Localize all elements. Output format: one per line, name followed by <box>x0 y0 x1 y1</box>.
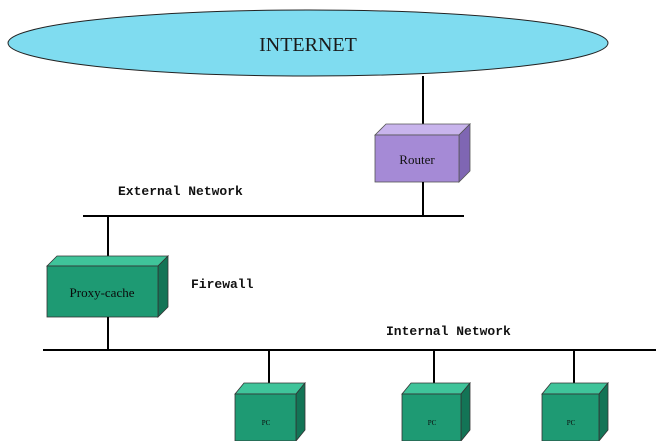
router-box <box>374 123 471 183</box>
proxy-cache-label: Proxy-cache <box>70 285 135 300</box>
internet-label: INTERNET <box>259 34 357 56</box>
firewall-label: Firewall <box>191 277 254 292</box>
proxy-cache-box <box>46 255 169 318</box>
internet-ellipse <box>7 9 609 77</box>
pc-box <box>541 381 609 441</box>
router-label: Router <box>399 152 435 167</box>
pc-box <box>401 381 471 441</box>
pc-label: PC <box>262 419 271 427</box>
pc-label: PC <box>567 419 576 427</box>
internal-network-label: Internal Network <box>386 324 511 339</box>
pc-box <box>234 381 306 441</box>
pc-label: PC <box>428 419 437 427</box>
external-network-label: External Network <box>118 184 243 199</box>
